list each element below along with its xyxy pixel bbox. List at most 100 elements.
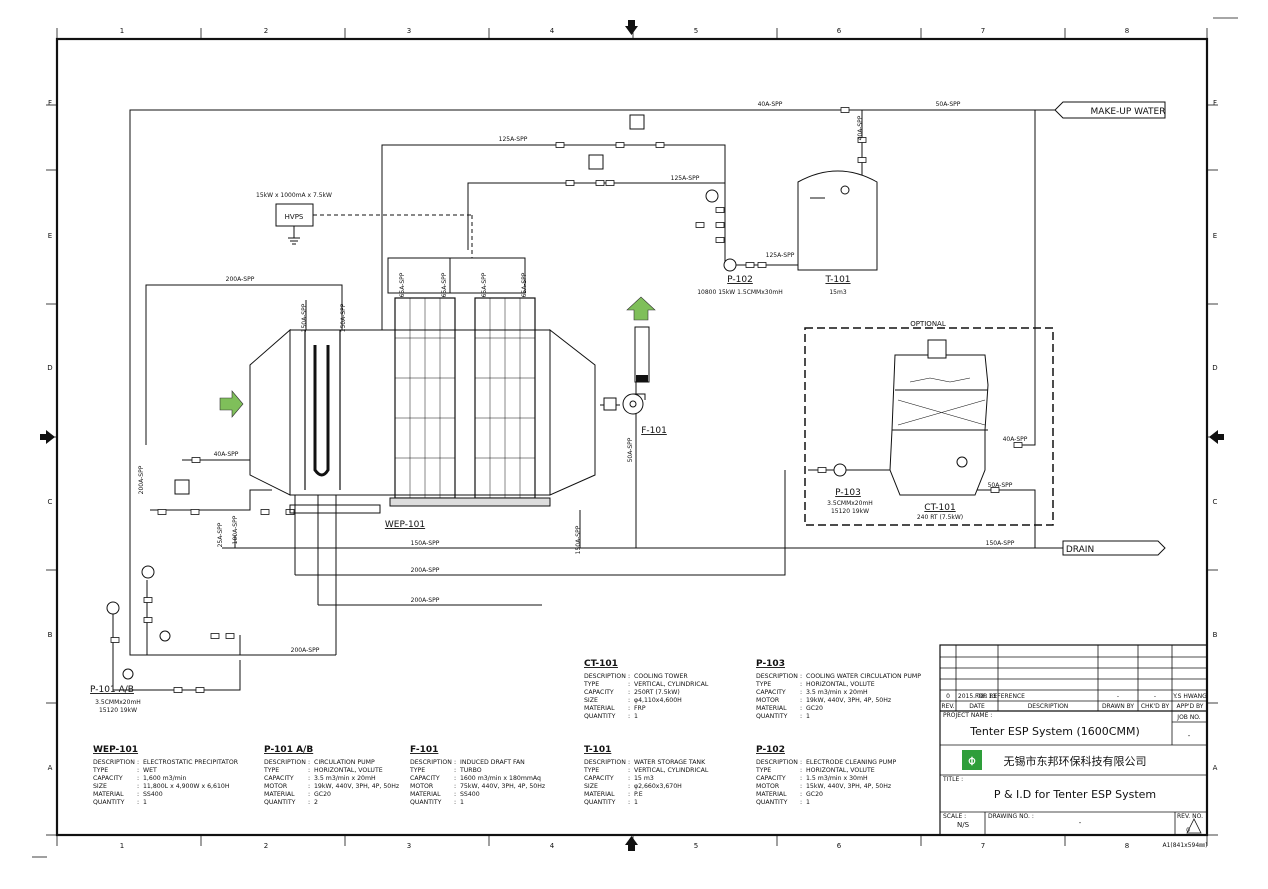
- spec-field-colon: :: [800, 689, 802, 696]
- spec-field-colon: :: [628, 697, 630, 704]
- spec-field-colon: :: [800, 767, 802, 774]
- drain-tag: [1062, 540, 1166, 556]
- line-label: 125A-SPP: [766, 252, 795, 259]
- center-arrow-left: [46, 430, 55, 444]
- wep-101-precipitator: [249, 257, 596, 514]
- spec-field-value: 1600 m3/min x 180mmAq: [460, 775, 541, 782]
- title-block-field: -: [1117, 693, 1119, 700]
- grid-row-label-right: E: [1213, 232, 1217, 240]
- equipment-tag: CT-101: [924, 503, 955, 513]
- grid-col-label-bottom: 4: [550, 842, 555, 850]
- spec-field-label: TYPE: [409, 767, 425, 774]
- line-label: 125A-SPP: [671, 175, 700, 182]
- spec-field-value: 1: [634, 799, 638, 806]
- grid-row-label-right: C: [1213, 498, 1218, 506]
- spec-block-title: P-103: [756, 659, 785, 669]
- spec-field-label: QUANTITY: [264, 799, 296, 806]
- spec-block-title: P-101 A/B: [264, 745, 313, 755]
- equipment-tag: T-101: [824, 275, 850, 285]
- spec-field-label: QUANTITY: [756, 799, 788, 806]
- title-block-label: PROJECT NAME :: [943, 712, 992, 719]
- spec-field-label: SIZE: [93, 783, 107, 790]
- grid-col-label-top: 8: [1125, 27, 1129, 35]
- line-label: 200A-SPP: [226, 276, 255, 283]
- spec-field-value: SS400: [460, 791, 480, 798]
- title-block-field: 2015. 08. 13: [958, 693, 996, 700]
- spec-field-label: MOTOR: [410, 783, 434, 790]
- equipment-tag: 3.5CMMx20mH: [827, 500, 873, 507]
- spec-field-value: INDUCED DRAFT FAN: [460, 759, 525, 766]
- spec-field-value: VERTICAL, CYLINDRICAL: [634, 767, 709, 774]
- spec-field-colon: :: [454, 767, 456, 774]
- grid-col-label-bottom: 2: [264, 842, 268, 850]
- spec-field-label: MATERIAL: [756, 705, 787, 712]
- spec-field-label: MOTOR: [756, 783, 780, 790]
- spec-field-label: TYPE: [583, 681, 599, 688]
- hvps-label: HVPS: [285, 213, 304, 221]
- title-block-label: TITLE :: [942, 776, 963, 783]
- spec-field-colon: :: [628, 767, 630, 774]
- title-block-field: 0: [1186, 827, 1190, 834]
- equipment-tag: 10800 15kW 1.5CMMx30mH: [697, 289, 783, 296]
- ground-icon: [288, 237, 300, 245]
- spec-field-colon: :: [308, 799, 310, 806]
- title-block-field: N/S: [957, 821, 970, 829]
- spec-field-label: MATERIAL: [93, 791, 124, 798]
- fan-f-101: [603, 393, 646, 415]
- spec-field-label: MOTOR: [264, 783, 288, 790]
- title-block-field: Y.S HWANG: [1172, 693, 1207, 700]
- spec-field-label: CAPACITY: [584, 775, 614, 782]
- spec-field-colon: :: [628, 673, 630, 680]
- spec-field-value: CIRCULATION PUMP: [314, 759, 375, 766]
- center-marks: [40, 20, 1224, 851]
- spec-field-colon: :: [628, 705, 630, 712]
- equipment-tag: 15m3: [829, 289, 846, 296]
- spec-field-colon: :: [308, 791, 310, 798]
- spec-field-value: 1: [806, 713, 810, 720]
- spec-field-label: DESCRIPTION: [93, 759, 135, 766]
- grid-col-label-bottom: 5: [694, 842, 698, 850]
- spec-field-colon: :: [137, 759, 139, 766]
- equipment-tag: 240 RT (7.5kW): [917, 514, 963, 521]
- spec-field-value: TURBO: [459, 767, 482, 774]
- spec-field-label: QUANTITY: [584, 799, 616, 806]
- spec-field-colon: :: [800, 799, 802, 806]
- spec-field-label: CAPACITY: [264, 775, 294, 782]
- makeup-water-label: MAKE-UP WATER: [1091, 107, 1166, 117]
- spec-field-colon: :: [454, 775, 456, 782]
- title-block-label: SCALE :: [943, 813, 966, 820]
- spec-field-colon: :: [628, 759, 630, 766]
- spec-field-label: CAPACITY: [756, 689, 786, 696]
- grid-col-label-bottom: 3: [407, 842, 411, 850]
- spec-field-label: DESCRIPTION: [584, 673, 626, 680]
- line-label: 65A-SPP: [441, 272, 448, 297]
- grid-row-label-right: A: [1213, 764, 1218, 772]
- spec-field-colon: :: [800, 775, 802, 782]
- spec-field-value: GC20: [806, 791, 823, 798]
- spec-field-colon: :: [454, 791, 456, 798]
- spec-field-value: VERTICAL, CYLINDRICAL: [634, 681, 709, 688]
- equipment-tag: P-103: [835, 488, 861, 498]
- pump-icons: [106, 189, 847, 680]
- spec-field-label: TYPE: [755, 681, 771, 688]
- title-block: [939, 644, 1208, 836]
- optional-boundary: [804, 327, 1054, 526]
- company-logo-mark: ⌽: [968, 753, 976, 769]
- line-label: 200A-SPP: [291, 647, 320, 654]
- equipment-tag: 15120 19kW: [99, 707, 137, 714]
- line-label: 40A-SPP: [758, 101, 783, 108]
- gas-inlet-arrow: [219, 390, 244, 418]
- spec-field-label: CAPACITY: [93, 775, 123, 782]
- grid-col-label-bottom: 1: [120, 842, 124, 850]
- title-block-field: -: [1188, 732, 1191, 740]
- spec-block-title: T-101: [584, 745, 611, 755]
- hvps-box: [275, 203, 314, 227]
- spec-field-label: QUANTITY: [410, 799, 442, 806]
- spec-field-label: MATERIAL: [264, 791, 295, 798]
- equipment-tag: 15120 19kW: [831, 508, 869, 515]
- title-block-field: DRAWN BY: [1102, 703, 1134, 710]
- spec-field-colon: :: [308, 767, 310, 774]
- grid-col-label-top: 4: [550, 27, 555, 35]
